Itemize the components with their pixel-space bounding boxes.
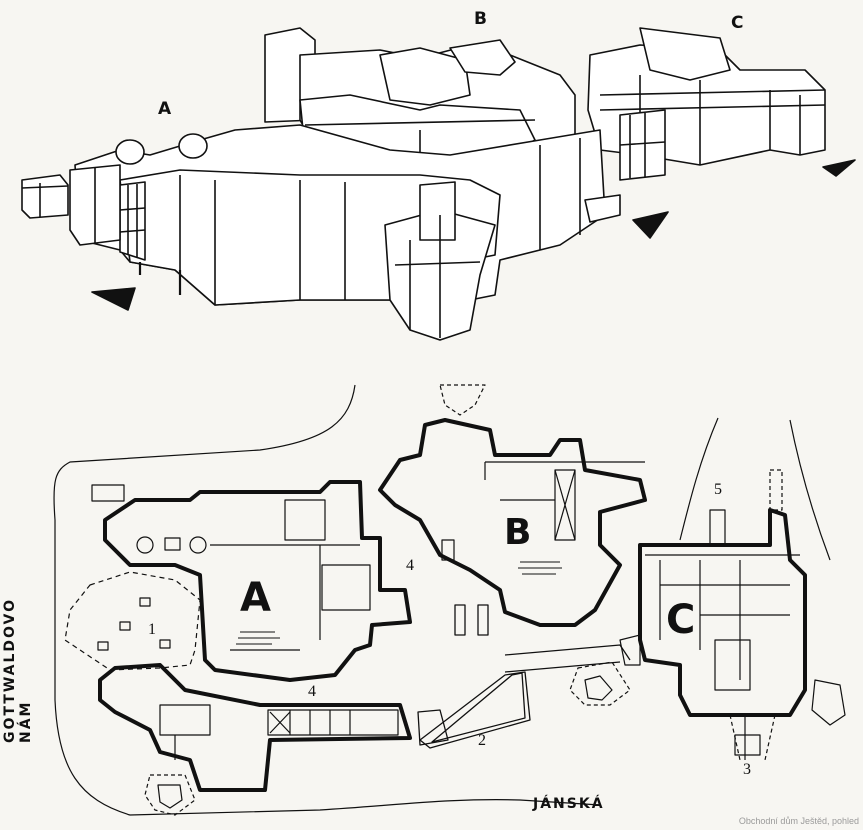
street-label-bottom: JÁNSKÁ xyxy=(533,796,605,812)
entry-arrow-middle xyxy=(632,211,669,239)
entry-arrow-right xyxy=(822,159,856,177)
plan-pavilion-2 xyxy=(569,661,631,706)
plan-block-a xyxy=(103,480,412,682)
street-label-left: GOTTWALDOVO NÁM xyxy=(2,597,34,743)
site-boundary xyxy=(53,384,601,816)
plan-block-c xyxy=(638,508,807,717)
plan-number-2: 2 xyxy=(478,732,486,749)
plan-number-3: 3 xyxy=(743,761,751,778)
plan-label-a: A xyxy=(240,575,271,621)
site-boundary-far-right xyxy=(789,419,831,561)
plan-number-5: 5 xyxy=(714,481,722,498)
floor-plan xyxy=(53,384,846,816)
image-caption: Obchodní dům Ještěd, pohled xyxy=(738,816,859,826)
axon-block-c xyxy=(587,27,826,181)
axonometric-view xyxy=(21,27,856,341)
plan-number-1: 1 xyxy=(148,621,156,638)
plan-number-4-upper: 4 xyxy=(406,557,414,574)
entry-arrow-left xyxy=(91,287,136,311)
site-boundary-right xyxy=(679,417,719,541)
plan-label-c: C xyxy=(666,597,696,643)
plan-a-counter xyxy=(236,631,280,645)
plan-area-1-columns xyxy=(97,597,171,651)
plan-number-4-lower: 4 xyxy=(308,683,316,700)
plan-label-b: B xyxy=(504,512,532,553)
plan-block-a-lower xyxy=(98,663,412,792)
axon-label-a: A xyxy=(158,99,172,119)
plan-area-1 xyxy=(64,571,201,671)
axon-label-b: B xyxy=(474,9,487,29)
plan-block-b xyxy=(378,418,647,627)
axon-label-c: C xyxy=(731,13,744,33)
axon-block-a xyxy=(21,124,621,341)
